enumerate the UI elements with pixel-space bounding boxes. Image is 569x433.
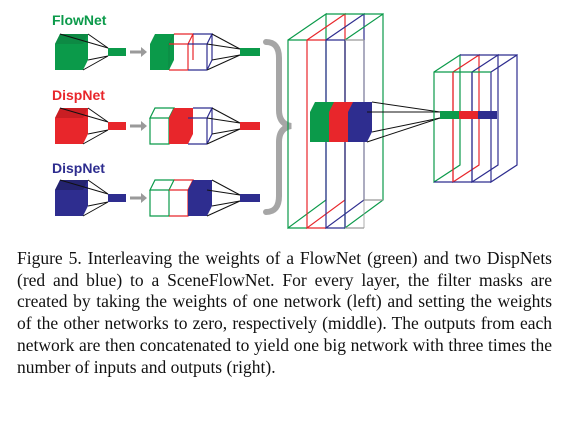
dispnet-red-masked-filter — [149, 107, 260, 145]
concatenation-brace — [263, 39, 292, 215]
combined-output-layer — [433, 53, 518, 184]
dispnet-red-label: DispNet — [52, 87, 105, 103]
flownet-arrow — [130, 47, 147, 57]
flownet-label: FlowNet — [52, 12, 107, 28]
dispnet-blue-label: DispNet — [52, 160, 105, 176]
sceneflownet-interleaving-diagram: FlowNet DispNet DispNet — [52, 12, 518, 230]
dispnet-red-arrow — [130, 121, 147, 131]
combined-output-units — [440, 111, 497, 119]
flownet-masked-filter — [150, 33, 260, 71]
dispnet-blue-source-filter — [55, 179, 126, 217]
flownet-source-filter — [55, 33, 126, 71]
combined-input-layer — [287, 12, 384, 230]
dispnet-blue-arrow — [130, 193, 147, 203]
dispnet-red-source-filter — [55, 107, 126, 145]
combined-filter — [310, 101, 441, 143]
figure-caption: Figure 5. Interleaving the weights of a … — [17, 248, 552, 377]
dispnet-blue-masked-filter — [149, 179, 260, 217]
